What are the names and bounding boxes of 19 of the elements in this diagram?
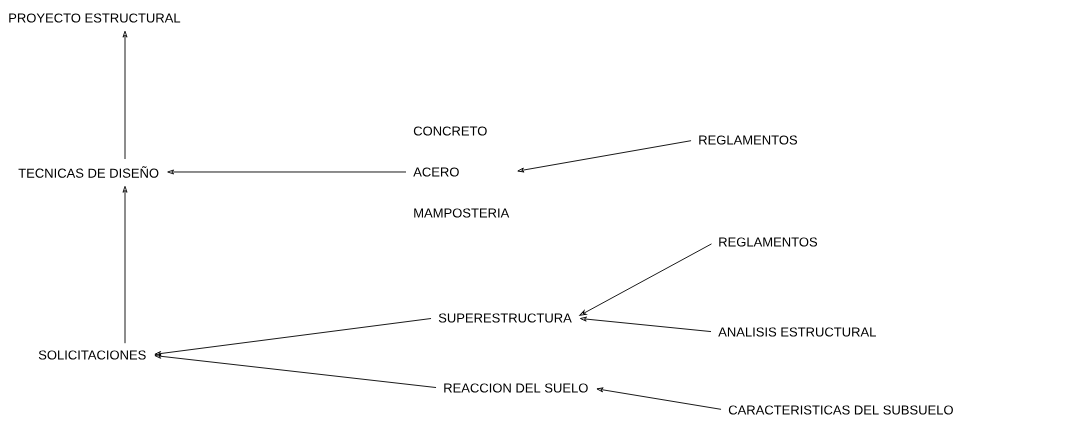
arrow: [122, 185, 128, 344]
arrow: [596, 387, 722, 410]
concept-label: REACCION DEL SUELO: [444, 383, 588, 393]
concept-label: REGLAMENTOS: [699, 135, 798, 145]
arrow: [517, 140, 692, 173]
concept-label: SOLICITACIONES: [38, 350, 146, 360]
arrow: [122, 30, 128, 160]
concept-label: TECNICAS DE DISEÑO: [18, 166, 159, 178]
concept-label: CARACTERISTICAS DEL SUBSUELO: [728, 405, 953, 415]
concept-label: ANALISIS ESTRUCTURAL: [718, 327, 876, 337]
concept-label: PROYECTO ESTRUCTURAL: [9, 13, 181, 23]
arrow: [167, 169, 407, 175]
arrow: [579, 316, 712, 333]
concept-label: REGLAMENTOS: [719, 237, 818, 247]
arrow: [154, 353, 437, 388]
concept-label: SUPERESTRUCTURA: [438, 313, 572, 323]
word-list: CONCRETO ACERO MAMPOSTERIA: [413, 126, 510, 218]
arrow: [154, 318, 432, 356]
arrow: [579, 243, 712, 316]
